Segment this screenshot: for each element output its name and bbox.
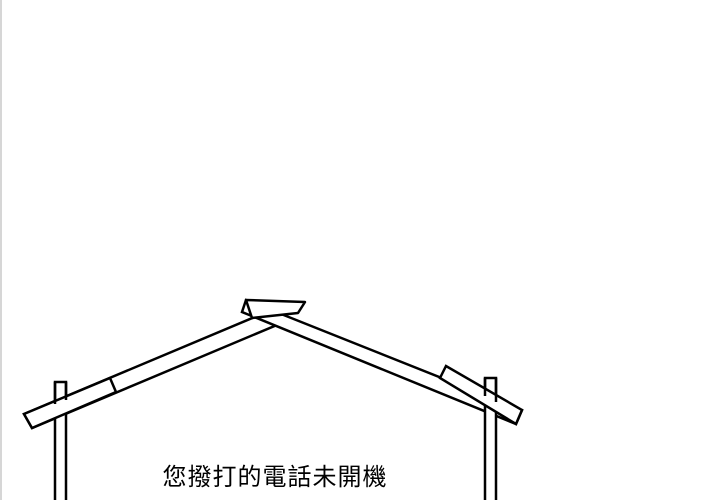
right-beam-overlap — [438, 364, 524, 426]
panel-caption: 您撥打的電話未開機 — [162, 463, 388, 491]
right-roof-beam — [240, 298, 524, 426]
left-beam-overlap — [22, 376, 118, 430]
apex-cross-beam — [244, 298, 307, 320]
panel-left-border — [0, 0, 2, 500]
left-post — [53, 380, 68, 500]
right-post — [483, 376, 498, 500]
